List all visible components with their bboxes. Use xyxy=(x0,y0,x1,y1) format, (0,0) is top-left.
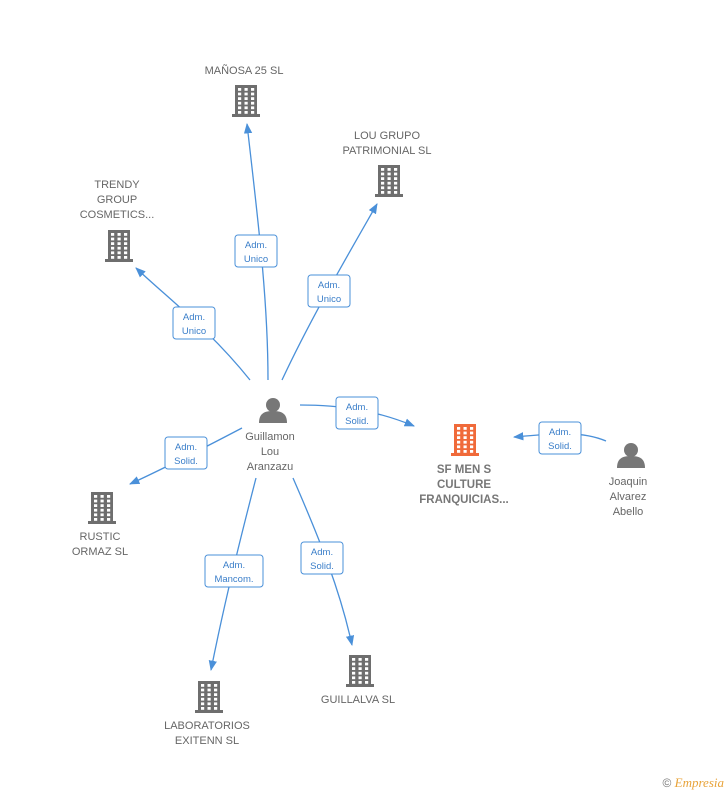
node-label-line: GUILLALVA SL xyxy=(321,694,395,706)
edge-guillamon-to-rustic: Adm. Solid. xyxy=(129,427,243,485)
edge-guillamon-to-lougrupo: Adm. Unico xyxy=(281,203,378,381)
node-rustic[interactable]: RUSTIC ORMAZ SL xyxy=(72,492,128,558)
node-label-line: COSMETICS... xyxy=(80,209,155,221)
node-manosa[interactable]: MAÑOSA 25 SL xyxy=(205,64,284,117)
role-label-line: Adm. xyxy=(175,442,197,453)
person-icon xyxy=(259,398,287,423)
node-label-line: ORMAZ SL xyxy=(72,546,128,558)
node-label-line: RUSTIC xyxy=(80,531,121,543)
role-label-line: Adm. xyxy=(318,280,340,291)
role-badge[interactable] xyxy=(172,306,216,340)
footer-credit: © Empresia xyxy=(662,775,724,791)
edge-guillamon-to-manosa: Adm. Unico xyxy=(234,122,278,381)
edge-guillamon-to-guillalva: Adm. Solid. xyxy=(292,477,355,647)
edge-joaquin-to-sfmen: Adm. Solid. xyxy=(512,421,607,455)
node-label-line: Aranzazu xyxy=(247,461,293,473)
role-label-line: Unico xyxy=(182,326,206,337)
building-icon xyxy=(232,85,260,117)
node-label-line: CULTURE xyxy=(437,479,491,491)
building-icon xyxy=(375,165,403,197)
role-label-line: Adm. xyxy=(311,547,333,558)
node-label-line: Abello xyxy=(613,506,644,518)
node-guillalva[interactable]: GUILLALVA SL xyxy=(321,655,395,706)
building-icon xyxy=(88,492,116,524)
building-icon xyxy=(195,681,223,713)
role-label-line: Adm. xyxy=(223,560,245,571)
role-badge[interactable] xyxy=(538,421,582,455)
node-label-line: PATRIMONIAL SL xyxy=(342,145,431,157)
node-label-line: TRENDY xyxy=(94,179,140,191)
role-badge[interactable] xyxy=(335,396,379,430)
node-sfmen[interactable]: SF MEN S CULTURE FRANQUICIAS... xyxy=(419,424,509,506)
role-label-line: Mancom. xyxy=(214,574,253,585)
edge-guillamon-to-laboratorios: Adm. Mancom. xyxy=(204,477,264,672)
node-label-line: MAÑOSA 25 SL xyxy=(205,64,284,77)
node-label-line: FRANQUICIAS... xyxy=(419,494,508,506)
person-icon xyxy=(617,443,645,468)
role-label-line: Adm. xyxy=(549,427,571,438)
node-laboratorios[interactable]: LABORATORIOS EXITENN SL xyxy=(164,681,250,747)
copyright-icon: © xyxy=(662,776,672,790)
role-label-line: Unico xyxy=(317,294,341,305)
role-label-line: Adm. xyxy=(245,240,267,251)
role-label-line: Adm. xyxy=(346,402,368,413)
role-badge[interactable] xyxy=(234,234,278,268)
role-badge[interactable] xyxy=(204,554,264,588)
node-label-line: Alvarez xyxy=(610,491,647,503)
building-icon xyxy=(451,424,479,456)
node-label-line: SF MEN S xyxy=(437,464,492,476)
node-trendy[interactable]: TRENDY GROUP COSMETICS... xyxy=(80,179,155,262)
node-label-line: Lou xyxy=(261,446,279,458)
node-label-line: Joaquin xyxy=(609,476,648,488)
role-label-line: Solid. xyxy=(174,456,198,467)
role-badge[interactable] xyxy=(307,274,351,308)
role-label-line: Solid. xyxy=(548,441,572,452)
role-label-line: Solid. xyxy=(310,561,334,572)
brand-logo[interactable]: Empresia xyxy=(674,775,724,790)
edge-guillamon-to-trendy: Adm. Unico xyxy=(135,267,251,381)
role-label-line: Solid. xyxy=(345,416,369,427)
edge-guillamon-to-sfmen: Adm. Solid. xyxy=(299,396,415,430)
node-label-line: LABORATORIOS xyxy=(164,720,250,732)
node-label-line: EXITENN SL xyxy=(175,735,239,747)
role-badge[interactable] xyxy=(164,436,208,470)
building-icon xyxy=(105,230,133,262)
node-label-line: Guillamon xyxy=(245,431,295,443)
building-icon xyxy=(346,655,374,687)
role-label-line: Adm. xyxy=(183,312,205,323)
node-label-line: LOU GRUPO xyxy=(354,130,420,142)
role-label-line: Unico xyxy=(244,254,268,265)
node-lougrupo[interactable]: LOU GRUPO PATRIMONIAL SL xyxy=(342,130,432,197)
role-badge[interactable] xyxy=(300,541,344,575)
node-label-line: GROUP xyxy=(97,194,137,206)
